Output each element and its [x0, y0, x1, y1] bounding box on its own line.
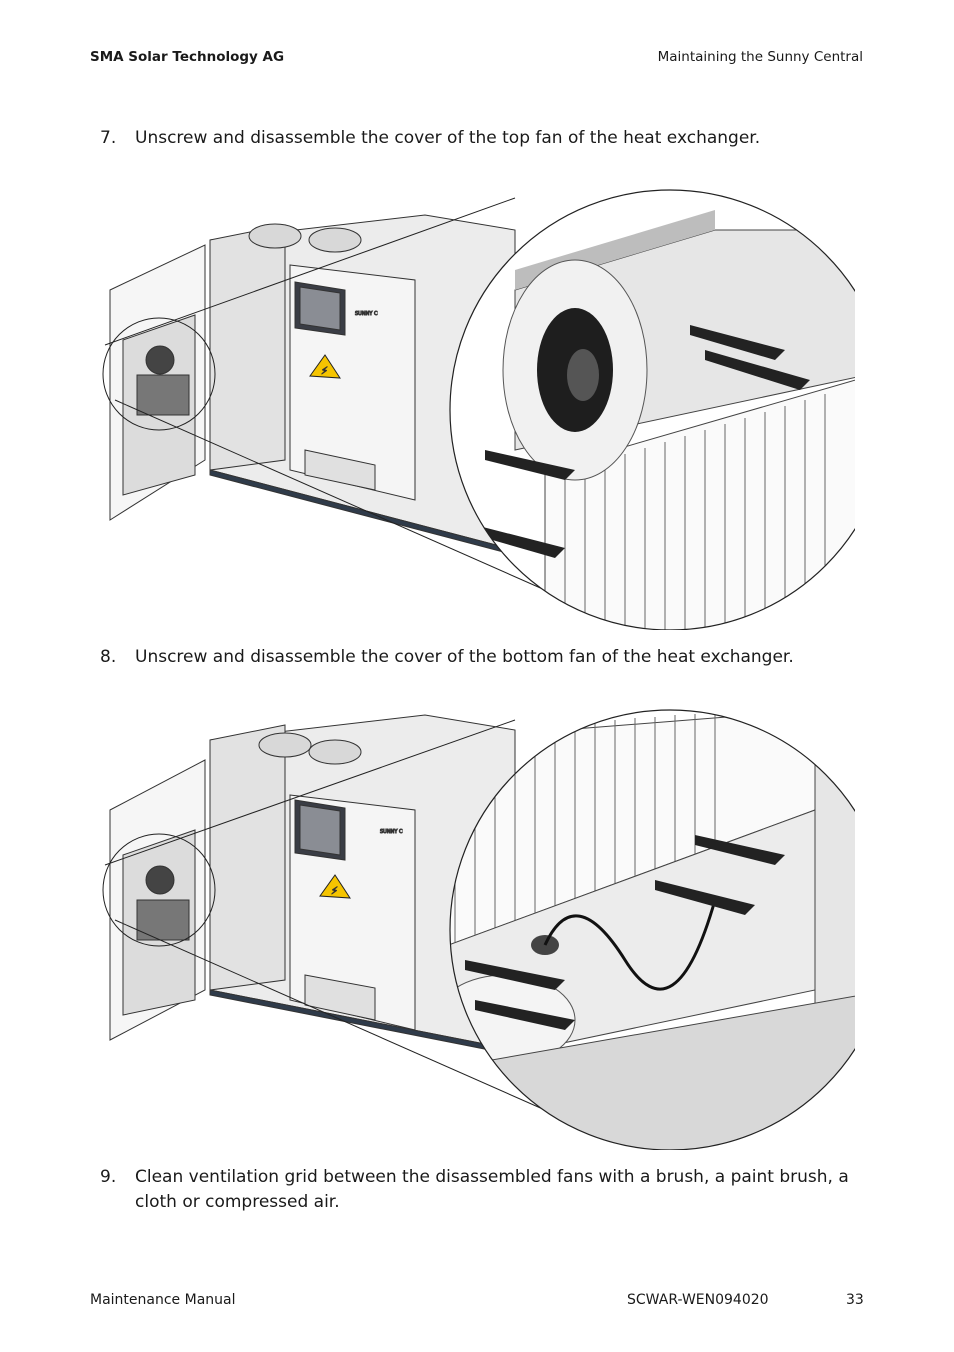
cabinet-drawing: ⚡ SUNNY C	[209, 214, 516, 556]
zoom-circle	[449, 709, 855, 1150]
door-drawing	[109, 244, 206, 521]
zoom-circle	[449, 189, 855, 630]
door-drawing	[109, 759, 206, 1041]
svg-text:⚡: ⚡	[321, 366, 328, 377]
step-text: Clean ventilation grid between the disas…	[135, 1167, 849, 1212]
header-company: SMA Solar Technology AG	[90, 49, 285, 65]
footer-manual-title: Maintenance Manual	[90, 1292, 236, 1308]
figure-bottom-fan-illustration: ⚡ SUNNY C	[102, 709, 855, 1150]
footer-page-number: 33	[846, 1292, 864, 1308]
step-9: 9. Clean ventilation grid between the di…	[100, 1165, 860, 1215]
header-section: Maintaining the Sunny Central	[657, 49, 863, 65]
step-7: 7. Unscrew and disassemble the cover of …	[100, 126, 860, 151]
footer-document-code: SCWAR-WEN094020	[627, 1292, 769, 1308]
step-number: 8.	[100, 647, 117, 667]
step-8: 8. Unscrew and disassemble the cover of …	[100, 645, 860, 670]
svg-text:⚡: ⚡	[331, 886, 338, 897]
figure-top-fan-illustration: ⚡ SUNNY C	[102, 189, 855, 630]
step-text: Unscrew and disassemble the cover of the…	[135, 647, 794, 667]
brand-label: SUNNY C	[380, 829, 403, 835]
brand-label: SUNNY C	[355, 311, 378, 317]
step-number: 7.	[100, 128, 117, 148]
step-number: 9.	[100, 1167, 117, 1187]
cabinet-drawing: ⚡ SUNNY C	[209, 714, 516, 1056]
step-text: Unscrew and disassemble the cover of the…	[135, 128, 761, 148]
